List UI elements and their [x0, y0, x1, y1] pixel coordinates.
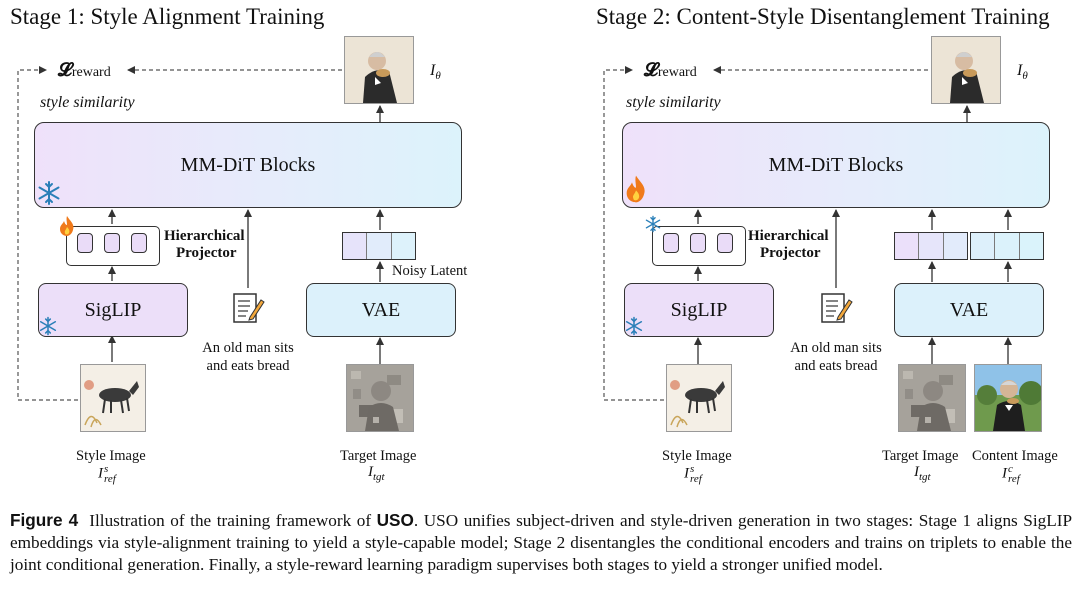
- projector-label: Hierarchical Projector: [748, 228, 829, 261]
- dashed-style-to-reward-s2: [603, 66, 664, 401]
- snowflake-icon: [644, 215, 662, 237]
- flame-icon: [624, 174, 648, 208]
- target-latent: [894, 232, 968, 260]
- target-image-label: Target Image: [882, 448, 959, 464]
- noisy-latent-label: Noisy Latent: [392, 263, 468, 279]
- latent-cell: [1019, 233, 1043, 259]
- style-similarity-label: style similarity: [40, 94, 135, 111]
- mmdit-blocks: MM-DiT Blocks: [622, 122, 1050, 208]
- figure-caption: Figure 4 Illustration of the training fr…: [10, 509, 1072, 576]
- reward-loss-label: 𝓛reward: [644, 60, 697, 81]
- mmdit-label: MM-DiT Blocks: [180, 153, 316, 176]
- output-symbol: Iθ: [1017, 62, 1028, 83]
- latent-cell: [971, 233, 996, 259]
- mmdit-label: MM-DiT Blocks: [768, 153, 904, 176]
- siglip-label: SigLIP: [84, 298, 142, 321]
- output-image: [344, 36, 414, 104]
- output-image: [931, 36, 1001, 104]
- stage1-title: Stage 1: Style Alignment Training: [10, 4, 325, 29]
- style-image-label: Style Image: [662, 448, 732, 464]
- target-image: [898, 364, 966, 432]
- document-pencil-icon: [818, 290, 854, 330]
- siglip-encoder: SigLIP: [38, 283, 188, 337]
- snowflake-icon: [38, 316, 58, 340]
- hierarchical-projector: [66, 226, 160, 266]
- latent-cell: [919, 233, 944, 259]
- target-image: [346, 364, 414, 432]
- prompt-text: An old man sits and eats bread: [202, 340, 294, 374]
- noisy-latent: [342, 232, 416, 260]
- vae-label: VAE: [949, 298, 989, 321]
- reward-loss-label: 𝓛reward: [58, 60, 111, 81]
- target-image-label: Target Image: [340, 448, 417, 464]
- projector-slot: [104, 233, 120, 253]
- hierarchical-projector: [652, 226, 746, 266]
- flame-icon: [58, 215, 76, 241]
- vae-encoder: VAE: [894, 283, 1044, 337]
- vae-encoder: VAE: [306, 283, 456, 337]
- projector-slot: [663, 233, 679, 253]
- stage2-title: Stage 2: Content-Style Disentanglement T…: [596, 4, 1050, 29]
- document-pencil-icon: [230, 290, 266, 330]
- latent-cell: [995, 233, 1020, 259]
- target-image-symbol: Itgt: [914, 464, 931, 483]
- projector-slot: [77, 233, 93, 253]
- mmdit-blocks: MM-DiT Blocks: [34, 122, 462, 208]
- dashed-style-to-reward-s1: [17, 66, 78, 401]
- style-similarity-label: style similarity: [626, 94, 721, 111]
- figure-label: Figure 4: [10, 510, 79, 530]
- content-latent: [970, 232, 1044, 260]
- style-image: [80, 364, 146, 432]
- vae-label: VAE: [361, 298, 401, 321]
- snowflake-icon: [36, 180, 62, 210]
- caption-name: USO: [376, 510, 414, 530]
- latent-cell: [391, 233, 415, 259]
- latent-cell: [343, 233, 368, 259]
- snowflake-icon: [624, 316, 644, 340]
- output-symbol: Iθ: [430, 62, 441, 83]
- content-image-label: Content Image: [972, 448, 1058, 464]
- siglip-label: SigLIP: [670, 298, 728, 321]
- projector-slot: [690, 233, 706, 253]
- content-image: [974, 364, 1043, 432]
- target-image-symbol: Itgt: [368, 464, 385, 483]
- siglip-encoder: SigLIP: [624, 283, 774, 337]
- style-image-label: Style Image: [76, 448, 146, 464]
- caption-text-b: . USO unifies subject-driven and style-d…: [10, 511, 1073, 574]
- style-image: [666, 364, 732, 432]
- latent-cell: [943, 233, 967, 259]
- latent-cell: [367, 233, 392, 259]
- prompt-text: An old man sits and eats bread: [790, 340, 882, 374]
- latent-cell: [895, 233, 920, 259]
- projector-label: Hierarchical Projector: [164, 228, 245, 261]
- projector-slot: [131, 233, 147, 253]
- projector-slot: [717, 233, 733, 253]
- caption-text-a: Illustration of the training framework o…: [89, 511, 372, 530]
